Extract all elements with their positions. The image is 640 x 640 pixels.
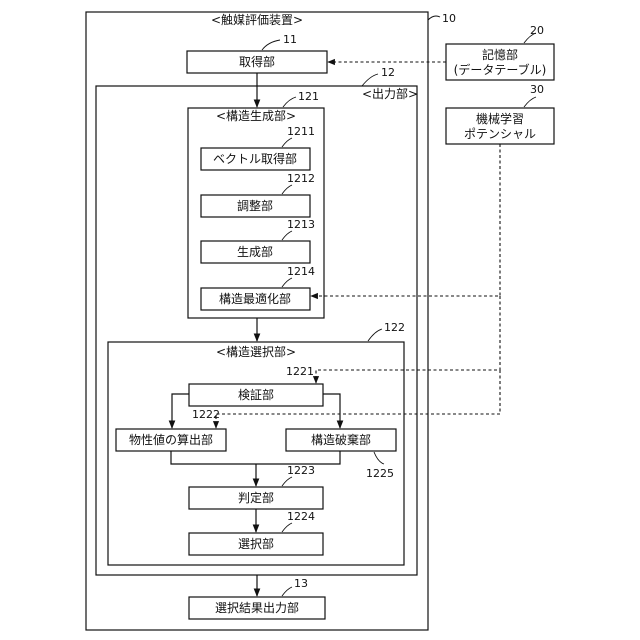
selection-title: <構造選択部> [216, 344, 296, 359]
adjust-ref: 1212 [287, 172, 315, 185]
verify-label: 検証部 [238, 387, 274, 402]
select-ref: 1224 [287, 510, 315, 523]
vector-label: ベクトル取得部 [213, 151, 297, 166]
acquisition-ref: 11 [283, 33, 297, 46]
line-property-discard-merge [171, 451, 340, 464]
optimize-ref: 1214 [287, 265, 315, 278]
output-unit-title: <出力部> [362, 86, 418, 101]
selection-ref: 122 [384, 321, 405, 334]
dashed-arrow-ml-to-verify [316, 296, 500, 383]
result-label: 選択結果出力部 [215, 600, 299, 615]
discard-label: 構造破棄部 [311, 432, 371, 447]
verify-ref: 1221 [286, 365, 314, 378]
judge-leader [282, 477, 292, 486]
generate-label: 生成部 [237, 244, 273, 259]
property-label: 物性値の算出部 [129, 432, 213, 447]
ml-ref: 30 [530, 83, 544, 96]
discard-leader [374, 452, 384, 464]
vector-ref: 1211 [287, 125, 315, 138]
select-leader [282, 523, 292, 532]
result-leader [282, 587, 292, 596]
optimize-leader [282, 278, 292, 287]
acquisition-label: 取得部 [239, 54, 275, 69]
generation-leader [283, 97, 296, 107]
arrow-verify-to-discard [323, 394, 340, 428]
device-ref: 10 [442, 12, 456, 25]
discard-ref: 1225 [366, 467, 394, 480]
select-label: 選択部 [238, 536, 274, 551]
storage-line1: 記憶部 [482, 47, 518, 62]
optimize-label: 構造最適化部 [219, 291, 291, 306]
generate-ref: 1213 [287, 218, 315, 231]
judge-ref: 1223 [287, 464, 315, 477]
dashed-arrow-ml-to-optimize [311, 144, 500, 296]
property-ref: 1222 [192, 408, 220, 421]
judge-label: 判定部 [238, 490, 274, 505]
storage-ref: 20 [530, 24, 544, 37]
generation-ref: 121 [298, 90, 319, 103]
selection-leader [368, 329, 382, 341]
generate-leader [282, 231, 292, 240]
result-ref: 13 [294, 577, 308, 590]
generation-title: <構造生成部> [216, 108, 296, 123]
adjust-label: 調整部 [237, 198, 273, 213]
output-unit-leader [362, 74, 378, 86]
output-unit-ref: 12 [381, 66, 395, 79]
acquisition-leader [262, 40, 280, 50]
arrow-verify-to-property [172, 394, 189, 428]
vector-leader [282, 138, 292, 147]
ml-line2: ポテンシャル [464, 127, 536, 141]
adjust-leader [282, 185, 292, 194]
ml-line1: 機械学習 [476, 111, 524, 126]
device-leader [428, 16, 440, 20]
device-title: <触媒評価装置> [211, 12, 303, 27]
storage-line2: (データテーブル) [454, 62, 547, 77]
ml-leader [524, 97, 536, 107]
